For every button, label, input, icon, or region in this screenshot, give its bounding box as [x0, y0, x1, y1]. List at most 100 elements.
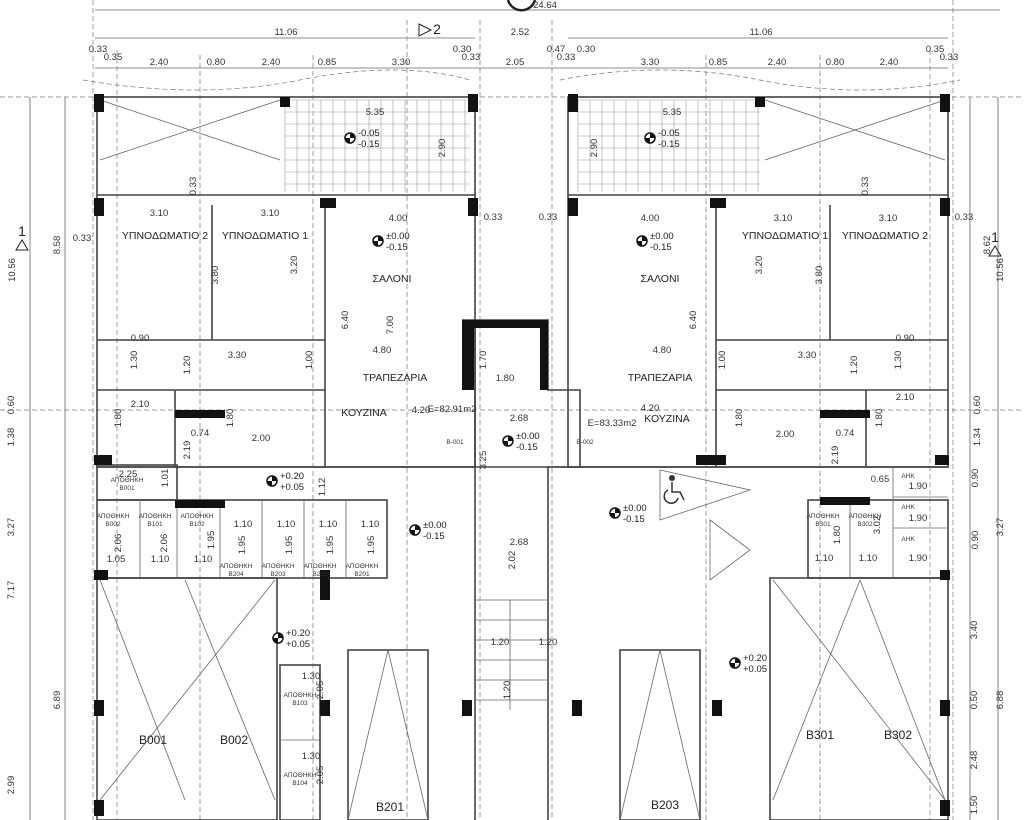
dimension-label: 10.56	[995, 258, 1006, 282]
dimension-label: 3.30	[228, 350, 247, 361]
dimension-label: 1.05	[107, 554, 126, 565]
dimension-label: 0.33	[860, 177, 871, 196]
level-top: -0.05	[358, 128, 380, 139]
level-bottom: -0.15	[358, 139, 380, 150]
dimension-label: 1.80	[225, 409, 236, 428]
dimension-label: 3.30	[392, 57, 411, 68]
dimension-label: 2.19	[182, 441, 193, 460]
dimension-label: 3.80	[210, 266, 221, 285]
dimension-label: 1.12	[317, 478, 328, 497]
dimension-label: 10.56	[7, 258, 18, 282]
dimension-label: 0.60	[6, 396, 17, 415]
dimension-label: 1.80	[832, 526, 843, 545]
dimension-label: 2.05	[506, 57, 525, 68]
dimension-label: 0.33	[188, 177, 199, 196]
dimension-label: 1.50	[969, 796, 980, 815]
dimension-label: 8.58	[52, 236, 63, 255]
level-marker-fill	[410, 525, 420, 535]
dimension-label: 6.88	[995, 691, 1006, 710]
dimension-label: 0.90	[970, 469, 981, 488]
parking-space-label: B002	[220, 733, 248, 747]
dimension-label: 3.20	[289, 256, 300, 275]
dimension-label: 4.80	[653, 345, 672, 356]
dimension-label: 4.20	[641, 403, 660, 414]
section-marker: 2	[433, 21, 441, 37]
dimension-label: 1.30	[302, 751, 321, 762]
dimension-label: 2.05	[315, 766, 326, 785]
dimension-label: 2.05	[315, 681, 326, 700]
dimension-label: 1.00	[304, 351, 315, 370]
dimension-label: 3.10	[774, 213, 793, 224]
level-marker-fill	[637, 236, 647, 246]
accessibility-icon	[663, 475, 685, 504]
level-bottom: -0.15	[386, 242, 408, 253]
dimension-label: 1.38	[6, 428, 17, 447]
dimension-label: 2.06	[113, 534, 124, 553]
dimension-label: 11.06	[749, 27, 772, 38]
level-marker-fill	[373, 236, 383, 246]
level-marker-fill	[503, 436, 513, 446]
storage-label: ΑΠΟΘΗΚΗ	[111, 477, 144, 484]
dimension-label: 1.10	[234, 519, 253, 530]
storage-code: B001	[119, 485, 135, 492]
dimension-label: 0.65	[871, 474, 890, 485]
storage-code: B102	[189, 521, 205, 528]
dimension-label: 2.19	[830, 446, 841, 465]
dimension-label: 1.20	[182, 356, 193, 375]
dimension-label: 1.10	[361, 519, 380, 530]
dimension-label: 4.00	[389, 213, 408, 224]
dimension-label: 11.06	[274, 27, 297, 38]
dimension-label: 0.90	[970, 531, 981, 550]
dimension-label: 0.33	[539, 212, 558, 223]
dimension-label: 2.52	[511, 27, 530, 38]
section-marker: 1	[991, 229, 999, 245]
dimension-label: 0.33	[89, 44, 108, 55]
storage-code: B101	[147, 521, 163, 528]
storage-code: B103	[292, 700, 308, 707]
dimension-label: 3.10	[879, 213, 898, 224]
dimension-label: 1.30	[302, 671, 321, 682]
dimension-label: 5.35	[663, 107, 682, 118]
level-top: ±0.00	[423, 520, 447, 531]
room-label: ΤΡΑΠΕΖΑΡΙΑ	[628, 372, 693, 384]
dimension-label: 1.01	[160, 469, 171, 488]
level-bottom: -0.15	[516, 442, 538, 453]
level-marker-fill	[345, 133, 355, 143]
dimension-label: 2.40	[880, 57, 899, 68]
dimension-label: 1.80	[734, 409, 745, 428]
terrace-tiles	[284, 99, 760, 192]
dimension-label: 1.00	[717, 351, 728, 370]
level-bottom: -0.15	[623, 514, 645, 525]
dimension-label: 1.10	[151, 554, 170, 565]
dimension-label: 0.74	[191, 428, 210, 439]
dimension-label: 1.95	[237, 536, 248, 555]
room-label: ΚΟΥΖΙΝΑ	[644, 413, 689, 425]
dimension-label: 3.30	[798, 350, 817, 361]
dimension-label: 2.00	[252, 433, 271, 444]
dimension-label: 2.10	[896, 392, 915, 403]
dimension-label: 7.17	[6, 581, 17, 600]
dimension-label: 1.95	[284, 536, 295, 555]
dimension-lines	[29, 9, 1000, 820]
dimension-label: 0.30	[577, 44, 596, 55]
dimension-label: 1.80	[496, 373, 515, 384]
dimension-label: 0.35	[926, 44, 945, 55]
dimension-label: 6.89	[52, 691, 63, 710]
storage-label: ΑΠΟΘΗΚΗ	[284, 692, 317, 699]
section-arrow-icon	[418, 23, 433, 37]
dimension-label: 1.90	[909, 513, 928, 524]
dimension-label: 3.27	[995, 518, 1006, 537]
storage-code: B104	[292, 780, 308, 787]
dimension-label: 2.25	[119, 469, 138, 480]
level-top: ±0.00	[386, 231, 410, 242]
storage-label: ΑΠΟΘΗΚΗ	[807, 513, 840, 520]
dimension-label: 1.20	[849, 356, 860, 375]
dimension-label: 3.80	[814, 266, 825, 285]
level-top: ±0.00	[650, 231, 674, 242]
storage-code: B301	[815, 521, 831, 528]
dimension-label: 0.35	[104, 52, 123, 63]
dimension-label: 3.30	[641, 57, 660, 68]
dimension-label: 0.33	[955, 212, 974, 223]
parking-space-label: B001	[139, 733, 167, 747]
